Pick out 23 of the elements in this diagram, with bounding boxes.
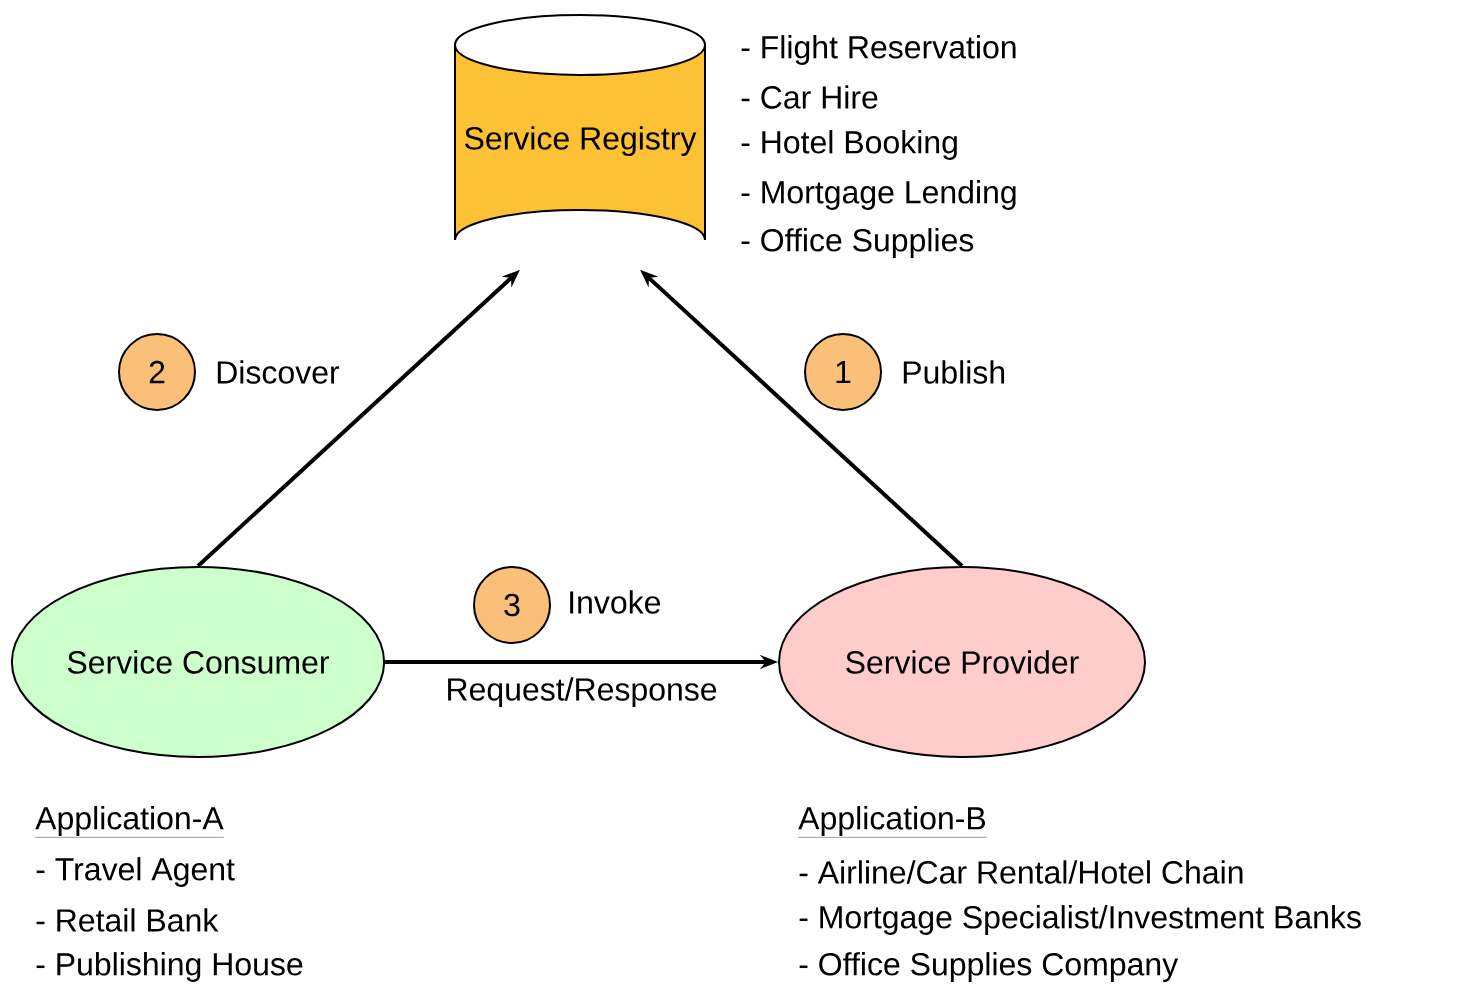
list-item: - Retail Bank	[36, 908, 219, 932]
group-heading: Application-B	[798, 806, 987, 838]
step-label: Publish	[903, 360, 1005, 384]
ellipse-node: Service Consumer	[10, 566, 386, 758]
list-item: - Office Supplies Company	[799, 952, 1179, 982]
list-item: - Mortgage Lending	[741, 180, 1016, 210]
edge-label: Request/Response	[448, 677, 717, 708]
step-label: Discover	[217, 360, 340, 384]
database-cylinder: Service Registry	[454, 14, 706, 241]
step-number: 1	[804, 333, 882, 411]
step-label: Invoke	[570, 590, 661, 614]
list-item: - Flight Reservation	[741, 35, 1016, 65]
list-item: - Office Supplies	[741, 228, 974, 258]
list-item: - Airline/Car Rental/Hotel Chain	[799, 860, 1243, 884]
list-item: - Publishing House	[36, 952, 303, 982]
list-item: - Travel Agent	[36, 857, 235, 887]
group-heading: Application-A	[35, 806, 224, 838]
list-item: - Hotel Booking	[741, 130, 957, 160]
list-item: - Mortgage Specialist/Investment Banks	[799, 905, 1361, 935]
list-item: - Car Hire	[741, 85, 878, 109]
ellipse-node: Service Provider	[778, 566, 1146, 758]
step-number: 2	[118, 333, 196, 411]
step-number: 3	[473, 566, 551, 644]
